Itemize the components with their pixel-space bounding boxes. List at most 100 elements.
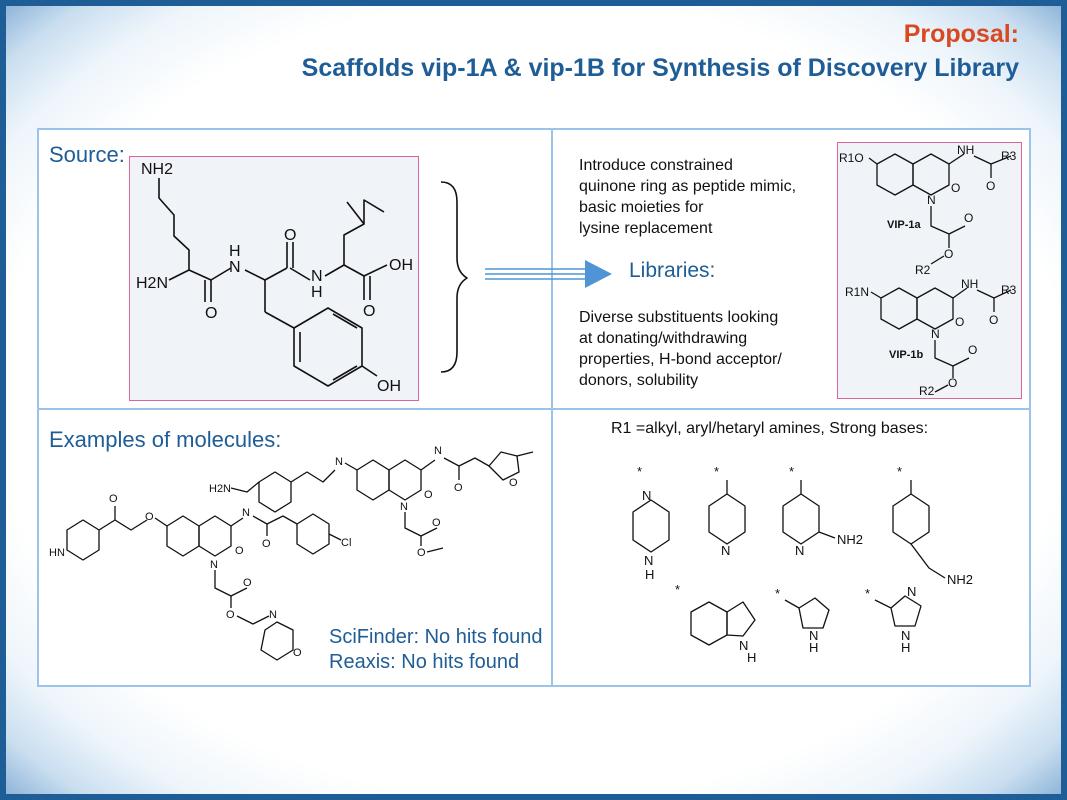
vip-1b-name: VIP-1b	[889, 349, 924, 361]
amide-bond-1	[210, 267, 232, 281]
h2n-label: H2N	[136, 275, 168, 292]
imidazole-ring	[890, 595, 922, 627]
grouping-brace	[440, 181, 468, 373]
o-label: O	[454, 482, 463, 494]
r1-imidazole: * N N H	[865, 584, 922, 655]
amide-h-label: H	[229, 243, 241, 260]
star-label: *	[865, 586, 870, 601]
r1-label: R1O	[839, 151, 864, 165]
morpholine-o-label: O	[293, 647, 302, 659]
star-label: *	[775, 586, 780, 601]
morpholine-ring	[260, 621, 294, 661]
ring-n-label: N	[210, 559, 218, 571]
r1-aminopyridine: * N NH2	[782, 464, 863, 558]
nh-label: N	[335, 456, 343, 468]
star-label: *	[675, 582, 680, 597]
phenol-oh-label: OH	[377, 378, 401, 395]
scaffold-box	[837, 142, 1022, 399]
reaxis-result: Reaxis: No hits found	[329, 651, 520, 673]
hn-label: HN	[49, 547, 65, 559]
phenol-ring	[293, 307, 363, 387]
benzo-ring	[876, 153, 914, 196]
n-label: N	[242, 507, 250, 519]
r1-indole: * N H	[675, 582, 756, 665]
diversity-line: at donating/withdrawing	[579, 330, 748, 347]
leucine-sidechain	[343, 199, 385, 265]
morpholine-n-label: N	[269, 609, 277, 621]
libraries-label: Libraries:	[629, 259, 716, 282]
pyridine-ring	[708, 493, 746, 545]
cl-label: Cl	[341, 537, 351, 549]
r1-label: R1N	[845, 285, 869, 299]
r1-definition: R1 =alkyl, aryl/hetaryl amines, Strong b…	[611, 420, 929, 437]
tripeptide-structure: NH2 H2N O H N O N H OH O	[136, 161, 413, 395]
lysine-sidechain	[158, 178, 190, 270]
n-label: N	[795, 543, 804, 558]
ring-n-label: N	[931, 327, 940, 341]
o-label: O	[509, 477, 518, 489]
o-label: O	[262, 538, 271, 550]
nh-label: N	[739, 638, 748, 653]
amide-h-label: H	[311, 284, 323, 301]
indole-pyrrole	[726, 601, 756, 637]
star-label: *	[789, 464, 794, 479]
lactam-ring	[916, 287, 954, 330]
o-label: O	[109, 493, 118, 505]
oxygen-label: O	[284, 227, 296, 244]
piperidine-ring	[66, 519, 100, 561]
n-label: N	[721, 543, 730, 558]
lactam-ring	[198, 515, 232, 557]
r3-label: R3	[1001, 283, 1017, 297]
source-label: Source:	[49, 142, 125, 167]
ester-o-label: O	[968, 343, 977, 357]
intro-line: Introduce constrained	[579, 157, 733, 174]
slide-title: Scaffolds vip-1A & vip-1B for Synthesis …	[301, 54, 1019, 82]
ring-n-label: N	[927, 193, 936, 207]
chemistry-drawings: NH2 H2N O H N O N H OH O	[49, 143, 1017, 665]
proposal-heading: Proposal:	[903, 20, 1019, 48]
n-label: N	[642, 488, 651, 503]
r2-label: R2	[919, 384, 935, 398]
diversity-line: properties, H-bond acceptor/	[579, 351, 782, 368]
example-molecule-top: H2N N N O N O O O O	[209, 445, 534, 559]
grid-divider-vertical	[551, 130, 553, 685]
benzene-ring	[892, 493, 930, 545]
indole-benzene	[690, 601, 728, 646]
h-label: H	[747, 650, 756, 665]
examples-label: Examples of molecules:	[49, 427, 282, 452]
r1-pyrrole: * N H	[775, 586, 830, 655]
o-label: O	[226, 609, 235, 621]
r2-label: R2	[915, 263, 931, 277]
proposal-diversity: Diverse substituents looking at donating…	[579, 307, 782, 391]
intro-line: lysine replacement	[579, 220, 713, 237]
carbonyl-o-label: O	[986, 179, 995, 193]
intro-line: basic moieties for	[579, 199, 704, 216]
n-label: N	[434, 445, 442, 457]
star-label: *	[714, 464, 719, 479]
ring-double-bond	[332, 313, 358, 329]
acid-bond	[363, 264, 388, 277]
nh2-label: NH2	[947, 572, 973, 587]
nh2-label: NH2	[837, 532, 863, 547]
oxygen-label: O	[363, 303, 375, 320]
o-label: O	[417, 547, 426, 559]
furan-ring	[488, 451, 520, 481]
alpha-carbon-1	[168, 269, 212, 281]
h-label: H	[645, 567, 654, 582]
leucine-methyl	[346, 201, 365, 225]
diversity-line: donors, solubility	[579, 372, 699, 389]
libraries-arrow	[485, 260, 612, 288]
lactam-ring	[912, 153, 950, 196]
proposal-intro: Introduce constrained quinone ring as pe…	[579, 155, 796, 239]
o-label: O	[432, 517, 441, 529]
ring-n-label: N	[400, 501, 408, 513]
ester-o-label: O	[944, 247, 953, 261]
amide-bond-2	[289, 267, 311, 281]
r1-piperazine: * N N H	[632, 464, 670, 582]
pyridine-ring	[782, 493, 820, 545]
carbonyl-o-label: O	[989, 313, 998, 327]
lactam-ring	[388, 459, 422, 501]
r3-label: R3	[1001, 149, 1017, 163]
star-label: *	[897, 464, 902, 479]
n-label: N	[644, 553, 653, 568]
